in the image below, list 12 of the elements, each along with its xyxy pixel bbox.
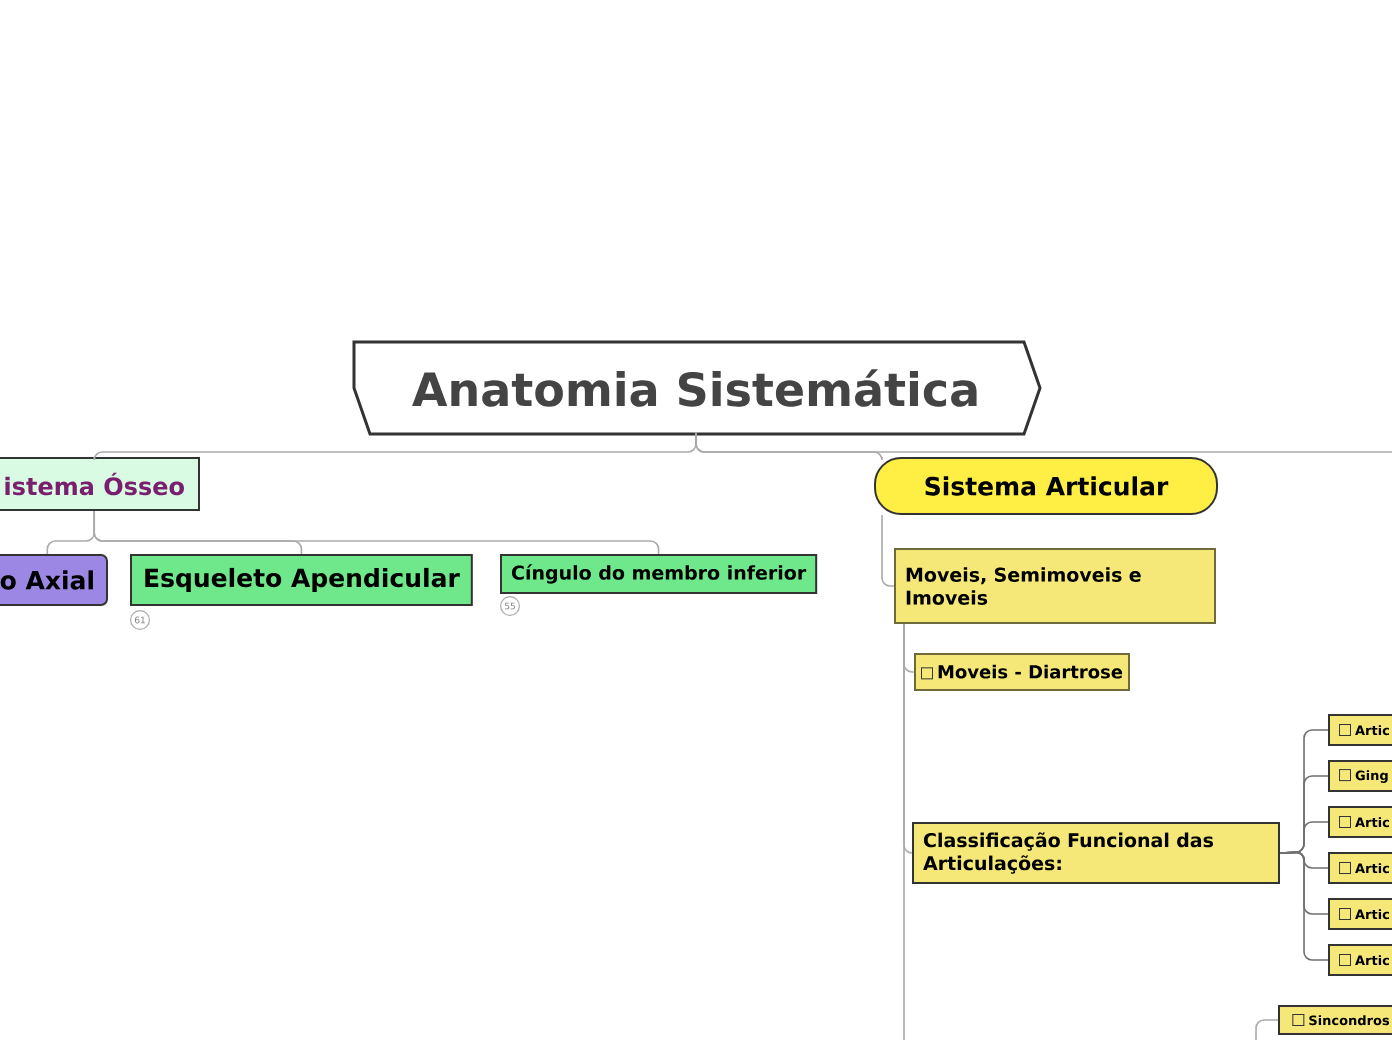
- topic-box: istema Ósseo: [0, 457, 200, 511]
- connector-line: [903, 623, 905, 1040]
- topic-box: Cíngulo do membro inferior: [500, 554, 818, 594]
- topic-box: Sistema Articular: [874, 457, 1218, 515]
- title-node: Anatomia Sistemática: [352, 340, 1042, 436]
- topic-box: Classificação Funcional das Articulações:: [912, 822, 1280, 884]
- topic-box: Esqueleto Apendicular: [130, 554, 473, 606]
- connector-line: [881, 514, 895, 587]
- connector-line: [1255, 1019, 1279, 1040]
- topic-box: Moveis - Diartrose: [914, 653, 1130, 691]
- topic-box: Moveis, Semimoveis e Imoveis: [894, 548, 1216, 624]
- topic-box: o Axial: [0, 554, 108, 606]
